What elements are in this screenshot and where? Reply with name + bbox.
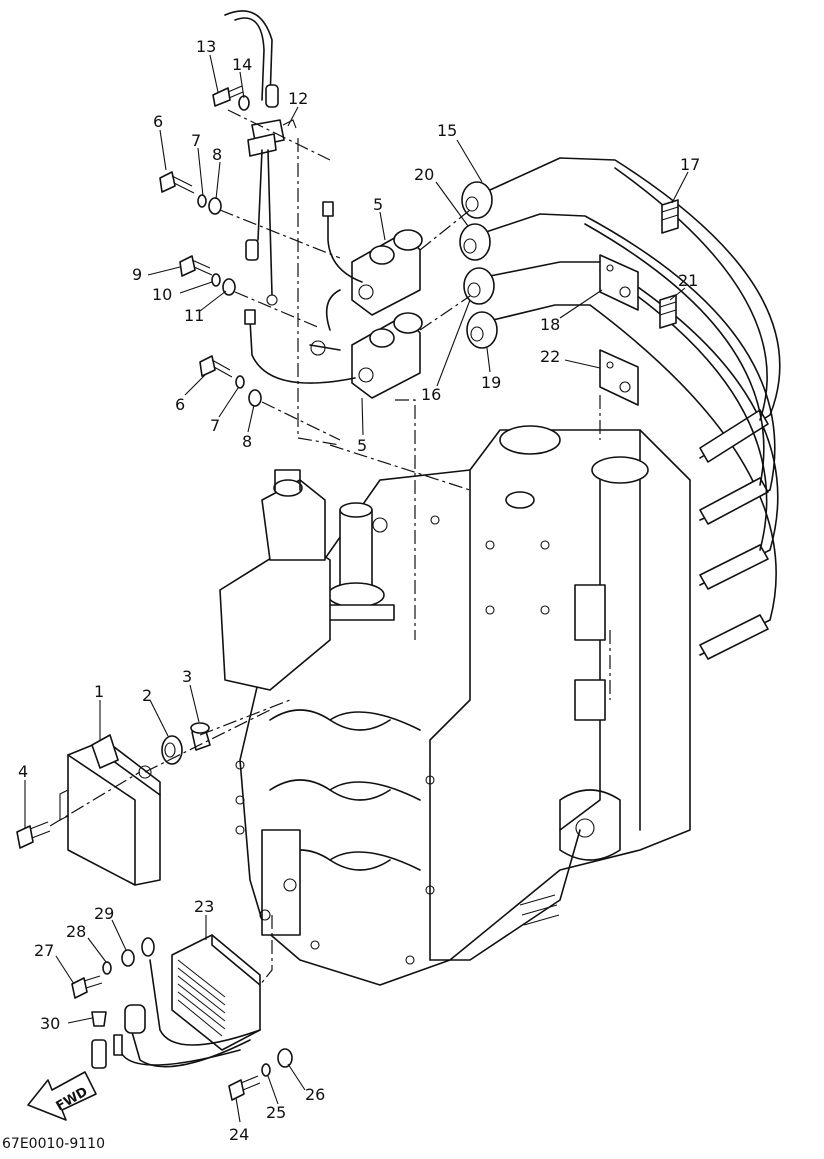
cord-holder-18 <box>599 254 639 311</box>
washer-8-lower <box>248 389 262 407</box>
callout-12: 12 <box>288 89 308 108</box>
cord-holder-21 <box>659 294 677 329</box>
cdi-unit <box>59 734 161 886</box>
callout-26: 26 <box>305 1085 325 1104</box>
bolt-4 <box>16 821 51 849</box>
collar-3 <box>190 722 211 751</box>
callout-6-upper: 6 <box>153 112 163 131</box>
callout-20: 20 <box>414 165 434 184</box>
bolt-13 <box>212 85 244 107</box>
washer-8-upper <box>208 197 222 215</box>
callout-28: 28 <box>66 922 86 941</box>
callout-23: 23 <box>194 897 214 916</box>
washer-7-upper <box>197 194 207 208</box>
callout-13: 13 <box>196 37 216 56</box>
callout-9: 9 <box>132 265 142 284</box>
callout-30: 30 <box>40 1014 60 1033</box>
callout-14: 14 <box>232 55 252 74</box>
washer-14 <box>238 95 250 111</box>
washer-10 <box>211 273 221 287</box>
diagram-code: 67E0010-9110 <box>2 1136 105 1152</box>
washer-7-lower <box>235 375 245 389</box>
grommet-2 <box>161 735 183 765</box>
bolt-24 <box>228 1075 261 1101</box>
callout-11: 11 <box>184 306 204 325</box>
callout-7-lower: 7 <box>210 416 220 435</box>
assembly-guide-lines <box>49 109 611 986</box>
bolt-6-upper <box>159 171 195 194</box>
bolt-9 <box>179 255 213 277</box>
forward-direction-arrow: FWD <box>27 1071 97 1121</box>
cord-holder-22 <box>599 349 639 406</box>
rectifier-regulator <box>171 934 261 1051</box>
callout-8-lower: 8 <box>242 432 252 451</box>
callout-18: 18 <box>540 315 560 334</box>
callout-3: 3 <box>182 667 192 686</box>
callout-10: 10 <box>152 285 172 304</box>
callout-6-lower: 6 <box>175 395 185 414</box>
callout-22: 22 <box>540 347 560 366</box>
callout-15: 15 <box>437 121 457 140</box>
callout-25: 25 <box>266 1103 286 1122</box>
bolt-6-lower <box>199 355 233 378</box>
callout-7-upper: 7 <box>191 131 201 150</box>
callout-labels: 13 14 12 6 7 8 5 15 20 17 21 18 22 16 19… <box>18 37 700 1144</box>
callout-27: 27 <box>34 941 54 960</box>
callout-21: 21 <box>678 271 698 290</box>
bolt-27 <box>71 975 103 999</box>
engine-block <box>219 425 691 986</box>
callout-16: 16 <box>421 385 441 404</box>
ignition-coil-upper <box>351 229 423 316</box>
ignition-coil-lower <box>351 312 423 399</box>
callout-2: 2 <box>142 686 152 705</box>
cord-holder-17 <box>661 199 679 234</box>
callout-19: 19 <box>481 373 501 392</box>
callout-17: 17 <box>680 155 700 174</box>
callout-5-upper: 5 <box>373 195 383 214</box>
high-tension-cords <box>459 157 781 660</box>
callout-4: 4 <box>18 762 28 781</box>
callout-24: 24 <box>229 1125 249 1144</box>
callout-29: 29 <box>94 904 114 923</box>
leader-lines <box>24 54 689 1123</box>
callout-1: 1 <box>94 682 104 701</box>
callout-8-upper: 8 <box>212 145 222 164</box>
callout-5-lower: 5 <box>357 436 367 455</box>
